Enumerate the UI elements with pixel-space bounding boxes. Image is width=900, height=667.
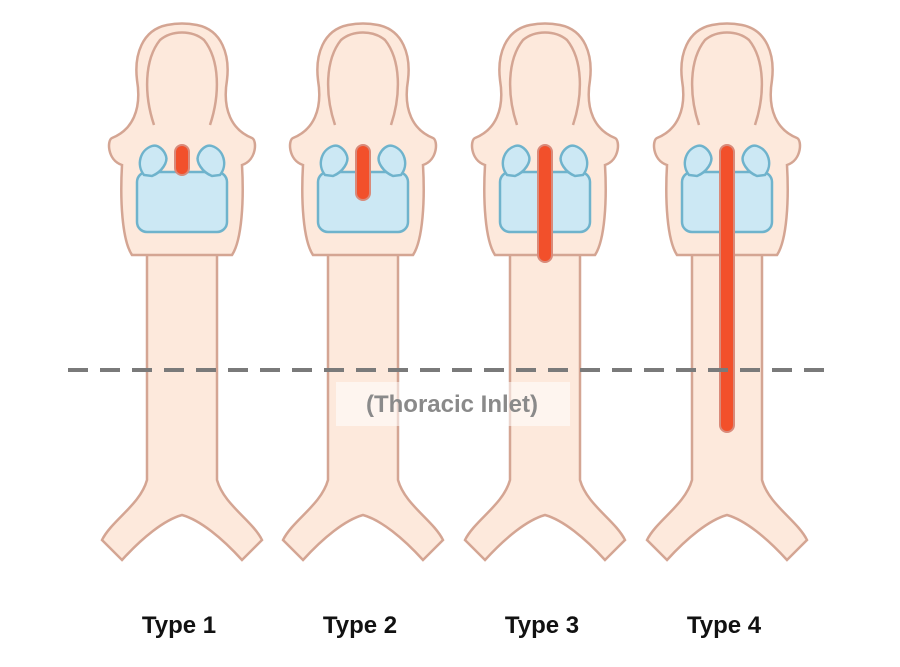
type-label: Type 1 [142, 612, 216, 639]
airway-panel-2: Type 2 [281, 22, 445, 639]
cleft-marker [174, 144, 190, 176]
cleft-marker [719, 144, 735, 433]
thoracic-inlet-label-backdrop [336, 382, 570, 426]
airway-panel-1: Type 1 [100, 22, 264, 639]
thoracic-inlet-label: (Thoracic Inlet) [366, 391, 538, 418]
airway-outline [463, 22, 627, 562]
type-label: Type 3 [505, 612, 579, 639]
type-label: Type 4 [687, 612, 762, 639]
cleft-marker [355, 144, 371, 201]
airway-panel-4: Type 4 [645, 22, 809, 639]
cleft-marker [537, 144, 553, 263]
airway-outline [100, 22, 264, 562]
airway-panel-3: Type 3 [463, 22, 627, 639]
type-label: Type 2 [323, 612, 397, 639]
airway-outline [281, 22, 445, 562]
